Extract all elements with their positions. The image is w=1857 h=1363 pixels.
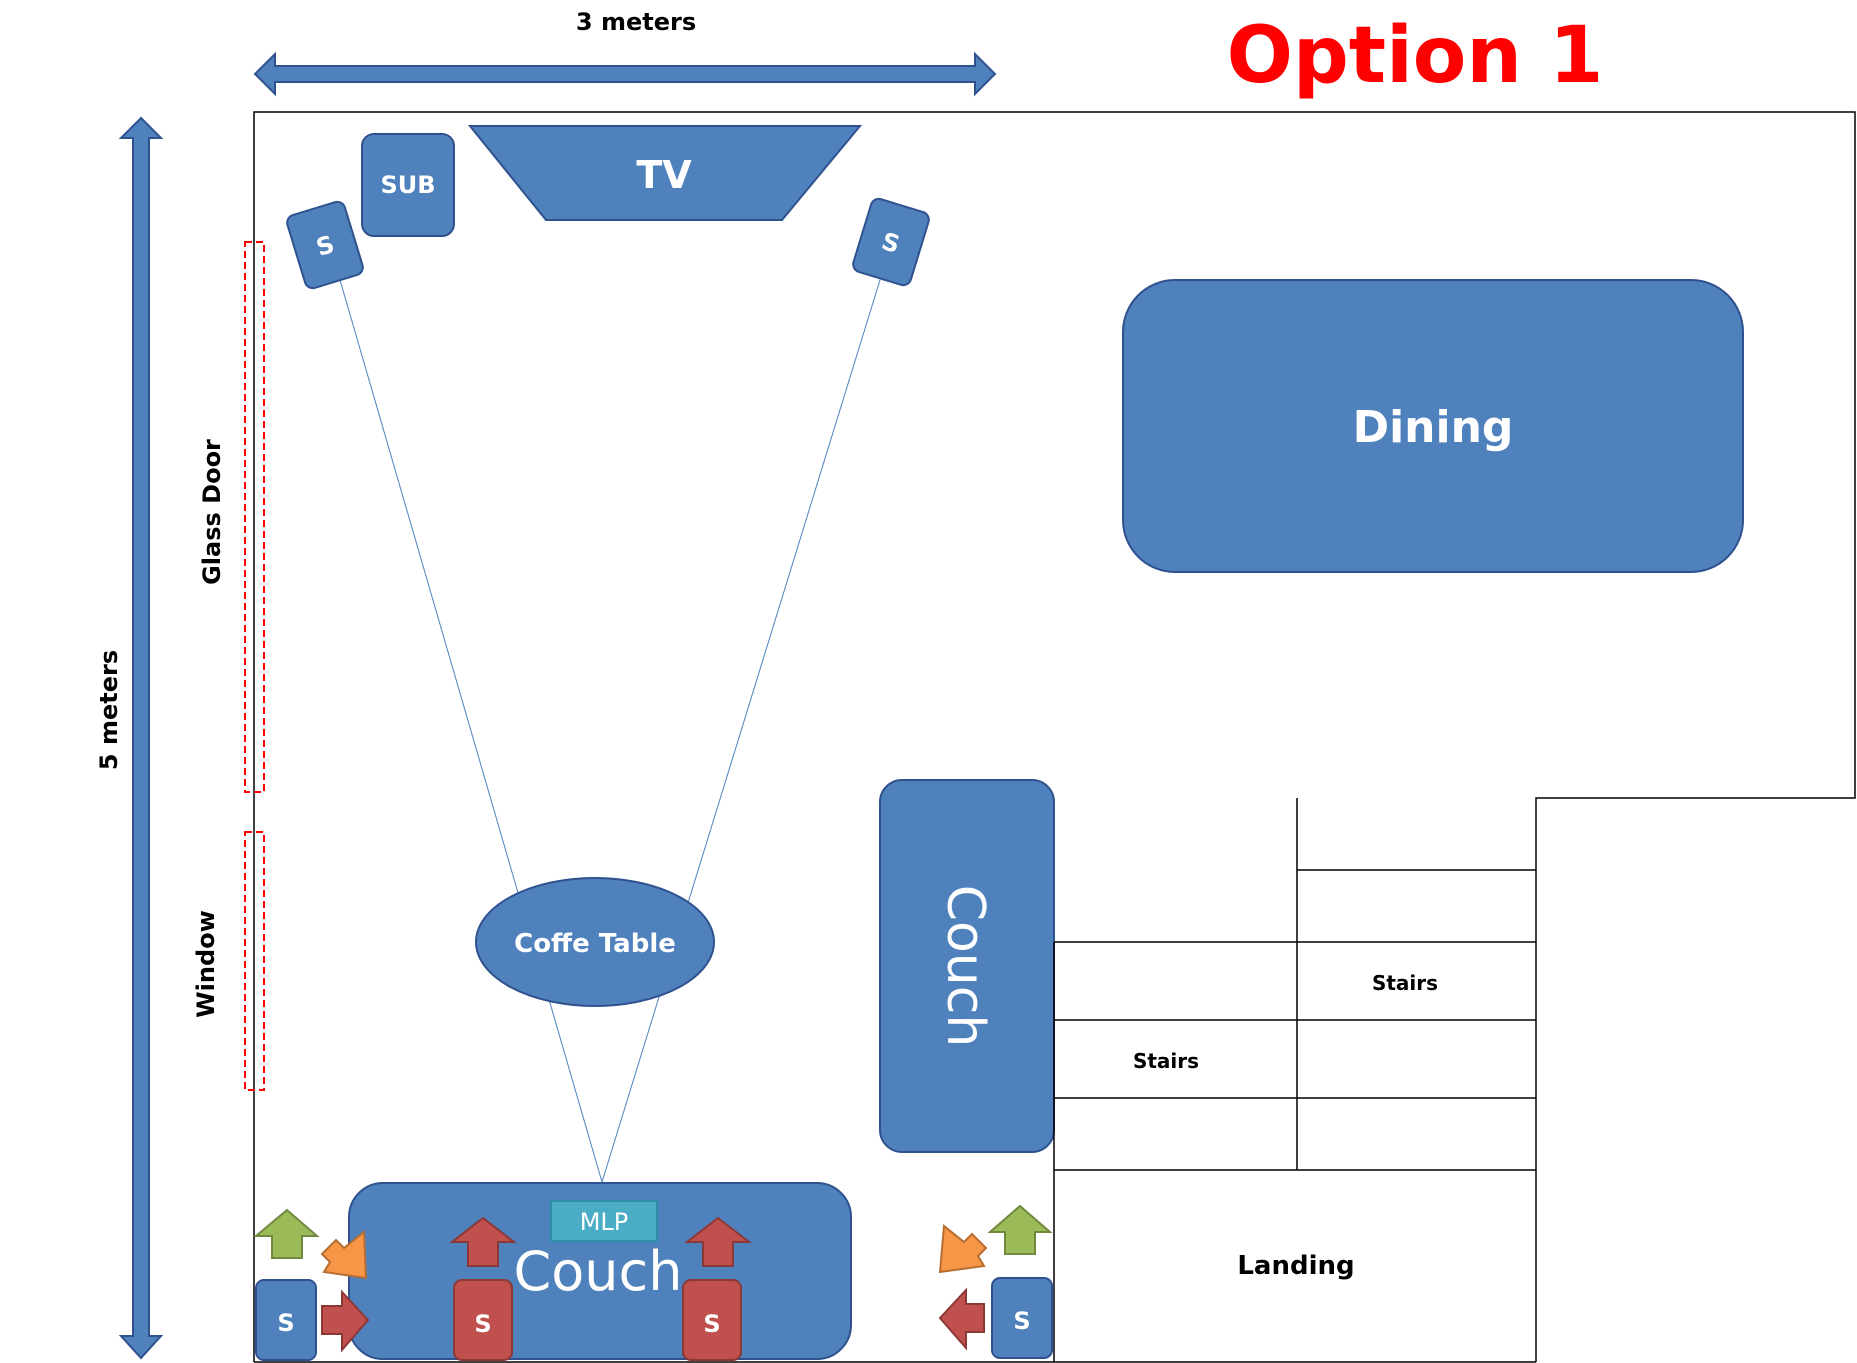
main-couch-label: Couch	[514, 1240, 683, 1303]
coffee-table-label: Coffe Table	[514, 929, 676, 959]
dining-table	[1122, 279, 1744, 573]
right-red-left-arrow	[938, 1287, 985, 1351]
dining-label: Dining	[1353, 402, 1514, 453]
rear-left-speaker: S	[453, 1279, 513, 1361]
right-green-up-arrow	[987, 1204, 1053, 1255]
subwoofer	[361, 133, 455, 237]
subwoofer-label: SUB	[380, 171, 435, 199]
stairs-right-label: Stairs	[1372, 971, 1438, 995]
left-orange-diagonal-arrow	[320, 1229, 368, 1280]
rear-left-speaker-label: S	[474, 1310, 491, 1338]
glass-door	[244, 241, 265, 793]
side-right-speaker-label: S	[1013, 1307, 1030, 1335]
rear-right-speaker: S	[682, 1279, 742, 1361]
glass-door-label: Glass Door	[198, 439, 226, 585]
rear-right-speaker-label: S	[703, 1310, 720, 1338]
side-left-speaker: S	[255, 1279, 317, 1361]
width-dimension-arrow	[253, 51, 997, 97]
tv-label: TV	[636, 153, 692, 197]
side-couch-label: Couch	[935, 885, 995, 1048]
width-dimension-label: 3 meters	[576, 8, 696, 36]
height-dimension-label: 5 meters	[95, 650, 123, 770]
stairs-left-label: Stairs	[1133, 1049, 1199, 1073]
stairs-grid	[1053, 798, 1536, 1362]
mlp-marker	[550, 1200, 658, 1242]
right-orange-diagonal-arrow	[938, 1224, 988, 1274]
window-label: Window	[192, 910, 220, 1018]
diagram-title: Option 1	[1227, 11, 1604, 101]
front-left-speaker: S	[286, 200, 364, 290]
left-green-up-arrow	[253, 1208, 320, 1259]
tv	[467, 125, 863, 221]
coffee-table	[475, 877, 715, 1007]
rear-right-up-arrow	[684, 1216, 752, 1267]
sightlines	[339, 279, 881, 1183]
rear-left-up-arrow	[449, 1216, 517, 1267]
left-red-right-arrow	[321, 1289, 370, 1353]
side-left-speaker-label: S	[277, 1309, 294, 1337]
room-walls	[253, 111, 1856, 1363]
landing-label: Landing	[1237, 1251, 1354, 1281]
mlp-label: MLP	[580, 1208, 629, 1236]
side-right-speaker: S	[991, 1277, 1053, 1359]
front-right-speaker: S	[852, 197, 930, 287]
window	[244, 831, 265, 1091]
height-dimension-arrow	[118, 116, 164, 1360]
